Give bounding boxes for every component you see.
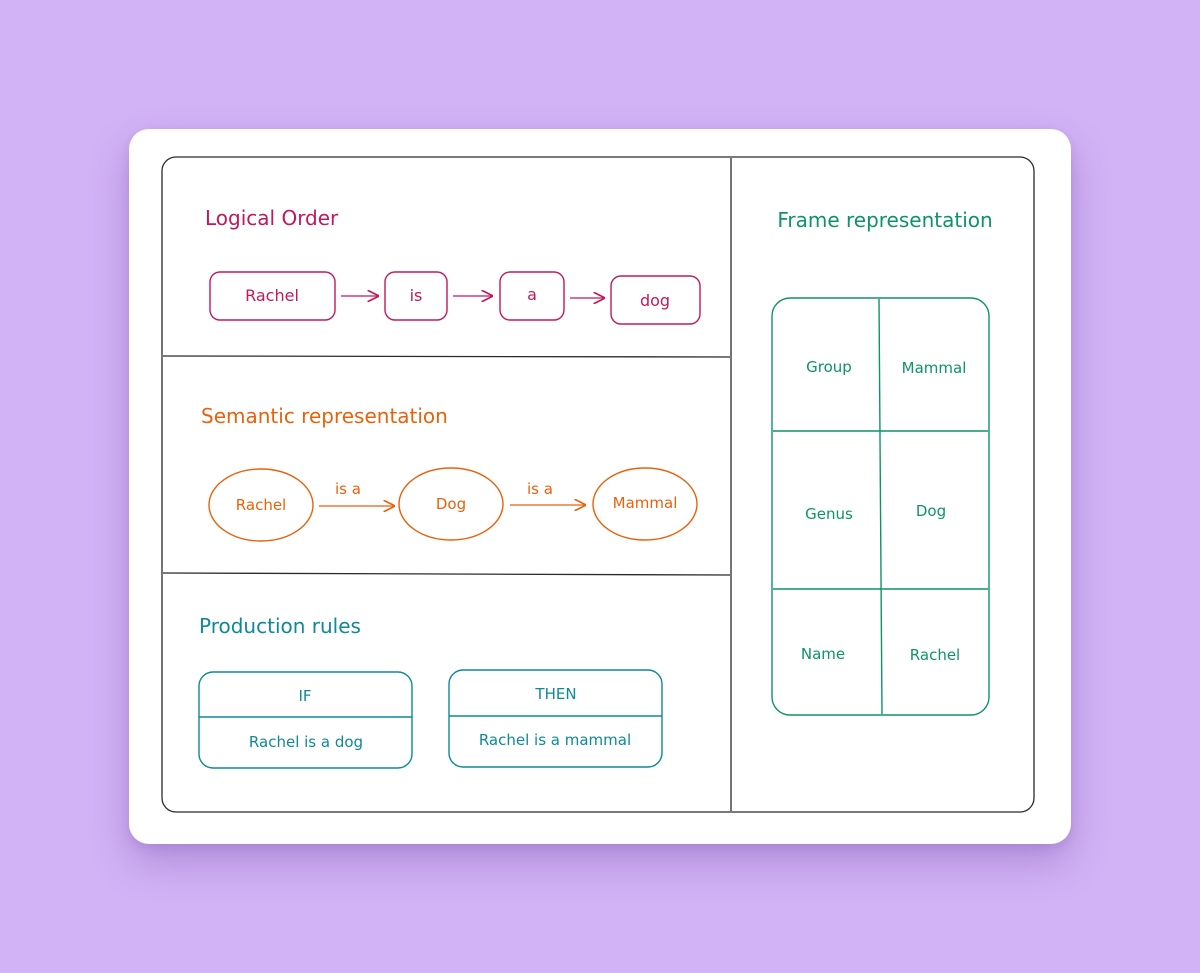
semantic-node-dog: Dog: [398, 467, 504, 541]
semantic-node-mammal: Mammal: [592, 467, 698, 541]
then-box: THEN Rachel is a mammal: [448, 669, 663, 768]
divider-logical-semantic: [162, 355, 731, 358]
token-box-dog: dog: [610, 275, 701, 325]
frame-key: Genus: [805, 505, 853, 523]
frame-title: Frame representation: [777, 208, 992, 232]
frame-table: Group Mammal Genus Dog Name Rachel: [771, 297, 990, 716]
edge-label: is a: [335, 480, 361, 498]
token-label: Rachel: [245, 286, 299, 305]
frame-row-genus: Genus Dog: [805, 502, 946, 523]
token-label: dog: [640, 291, 670, 310]
token-box-a: a: [499, 271, 565, 321]
frame-key: Group: [806, 358, 852, 376]
then-body: Rachel is a mammal: [479, 731, 631, 749]
frame-row-group: Group Mammal: [806, 358, 966, 377]
outer-frame: [161, 156, 1035, 813]
semantic-panel: Semantic representation Rachel is a Dog …: [201, 404, 698, 542]
frame-value: Mammal: [902, 359, 967, 377]
node-label: Rachel: [236, 496, 286, 514]
semantic-node-rachel: Rachel: [208, 468, 314, 542]
token-label: is: [410, 286, 423, 305]
semantic-title: Semantic representation: [201, 404, 448, 428]
token-label: a: [527, 285, 537, 304]
edge-label: is a: [527, 480, 553, 498]
frame-panel: Frame representation Group Mammal Genus …: [771, 208, 993, 716]
divider-semantic-production: [162, 572, 731, 576]
logical-order-panel: Logical Order Rachel is a dog: [205, 206, 701, 325]
frame-value: Dog: [916, 502, 946, 520]
logical-order-title: Logical Order: [205, 206, 339, 230]
token-box-is: is: [384, 271, 448, 321]
if-box: IF Rachel is a dog: [198, 671, 413, 769]
production-title: Production rules: [199, 614, 361, 638]
frame-row-name: Name Rachel: [801, 645, 960, 664]
production-panel: Production rules IF Rachel is a dog THEN…: [198, 614, 663, 769]
node-label: Dog: [436, 495, 466, 513]
frame-key: Name: [801, 645, 845, 663]
if-header: IF: [298, 687, 311, 705]
node-label: Mammal: [613, 494, 678, 512]
then-header: THEN: [534, 685, 576, 703]
token-box-rachel: Rachel: [209, 271, 336, 321]
if-body: Rachel is a dog: [249, 733, 363, 751]
frame-value: Rachel: [910, 646, 960, 664]
